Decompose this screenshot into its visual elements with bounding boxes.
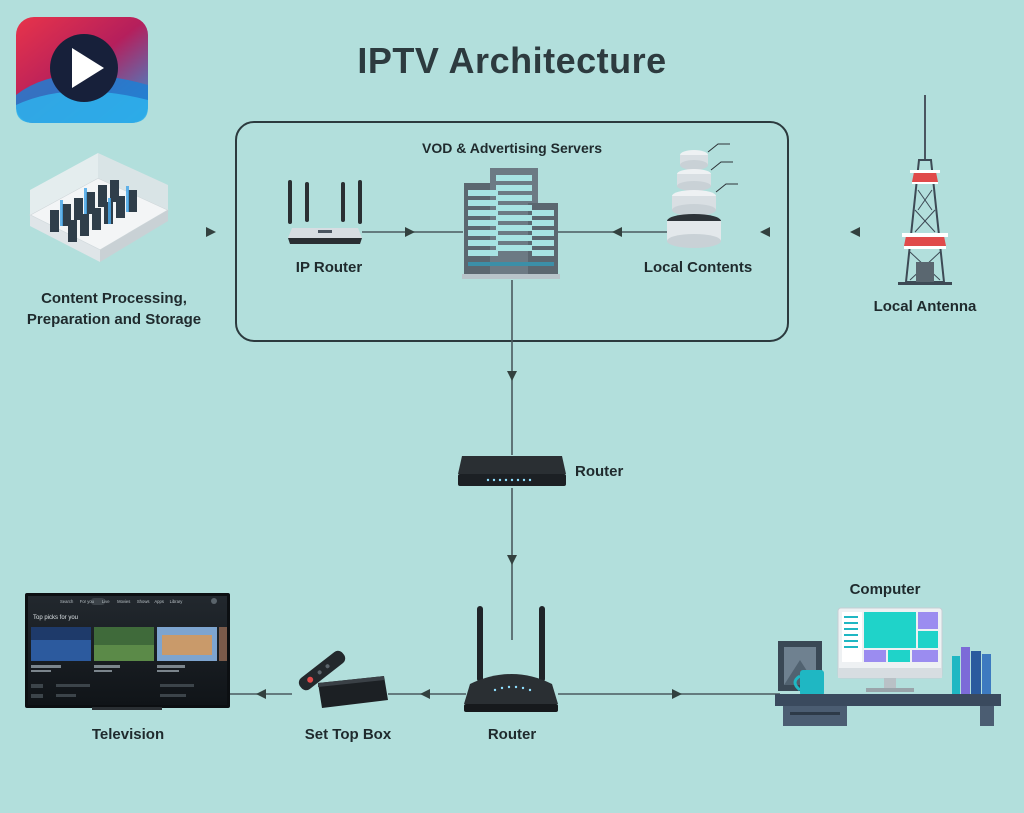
television-label: Television (91, 726, 165, 743)
remote-control-icon (298, 650, 346, 691)
set-top-box-icon (298, 650, 388, 708)
tv-nav-item: For you (80, 599, 95, 604)
tv-nav-item: Live (102, 599, 110, 604)
tv-nav-item: Movies (117, 599, 130, 604)
arrowheads (206, 227, 860, 699)
tv-nav-item: Shows (137, 599, 150, 604)
content-processing-label-line2: Preparation and Storage (26, 311, 202, 328)
router-bottom-label: Router (487, 726, 537, 743)
set-top-box-label: Set Top Box (304, 726, 392, 743)
tv-nav-item: Library (170, 599, 184, 604)
server-room-icon (28, 153, 170, 262)
television-icon (25, 593, 230, 710)
computer-label: Computer (849, 581, 921, 598)
wifi-router-icon (288, 180, 362, 244)
tv-nav-item: Search (60, 599, 74, 604)
computer-desk-icon (775, 607, 1001, 726)
local-contents-label: Local Contents (643, 259, 753, 276)
tv-nav-item: Apps (154, 599, 164, 604)
local-antenna-label: Local Antenna (873, 298, 977, 315)
router-middle-label: Router (575, 463, 624, 480)
play-logo-icon (16, 17, 148, 123)
router-icon (458, 456, 566, 486)
content-processing-label: Content Processing, Preparation and Stor… (0, 288, 228, 330)
server-rack-icon (462, 168, 560, 279)
tv-row-title: Top picks for you (33, 615, 78, 621)
wifi-router-icon (464, 606, 558, 712)
page-title: IPTV Architecture (357, 40, 667, 81)
antenna-tower-icon (898, 95, 952, 285)
server-group-label: VOD & Advertising Servers (422, 140, 602, 156)
database-icon (667, 143, 738, 248)
content-processing-label-line1: Content Processing, (41, 290, 187, 307)
tv-nav-text: Search For you Live Movies Shows Apps Library (60, 599, 183, 604)
ip-router-label: IP Router (295, 259, 363, 276)
